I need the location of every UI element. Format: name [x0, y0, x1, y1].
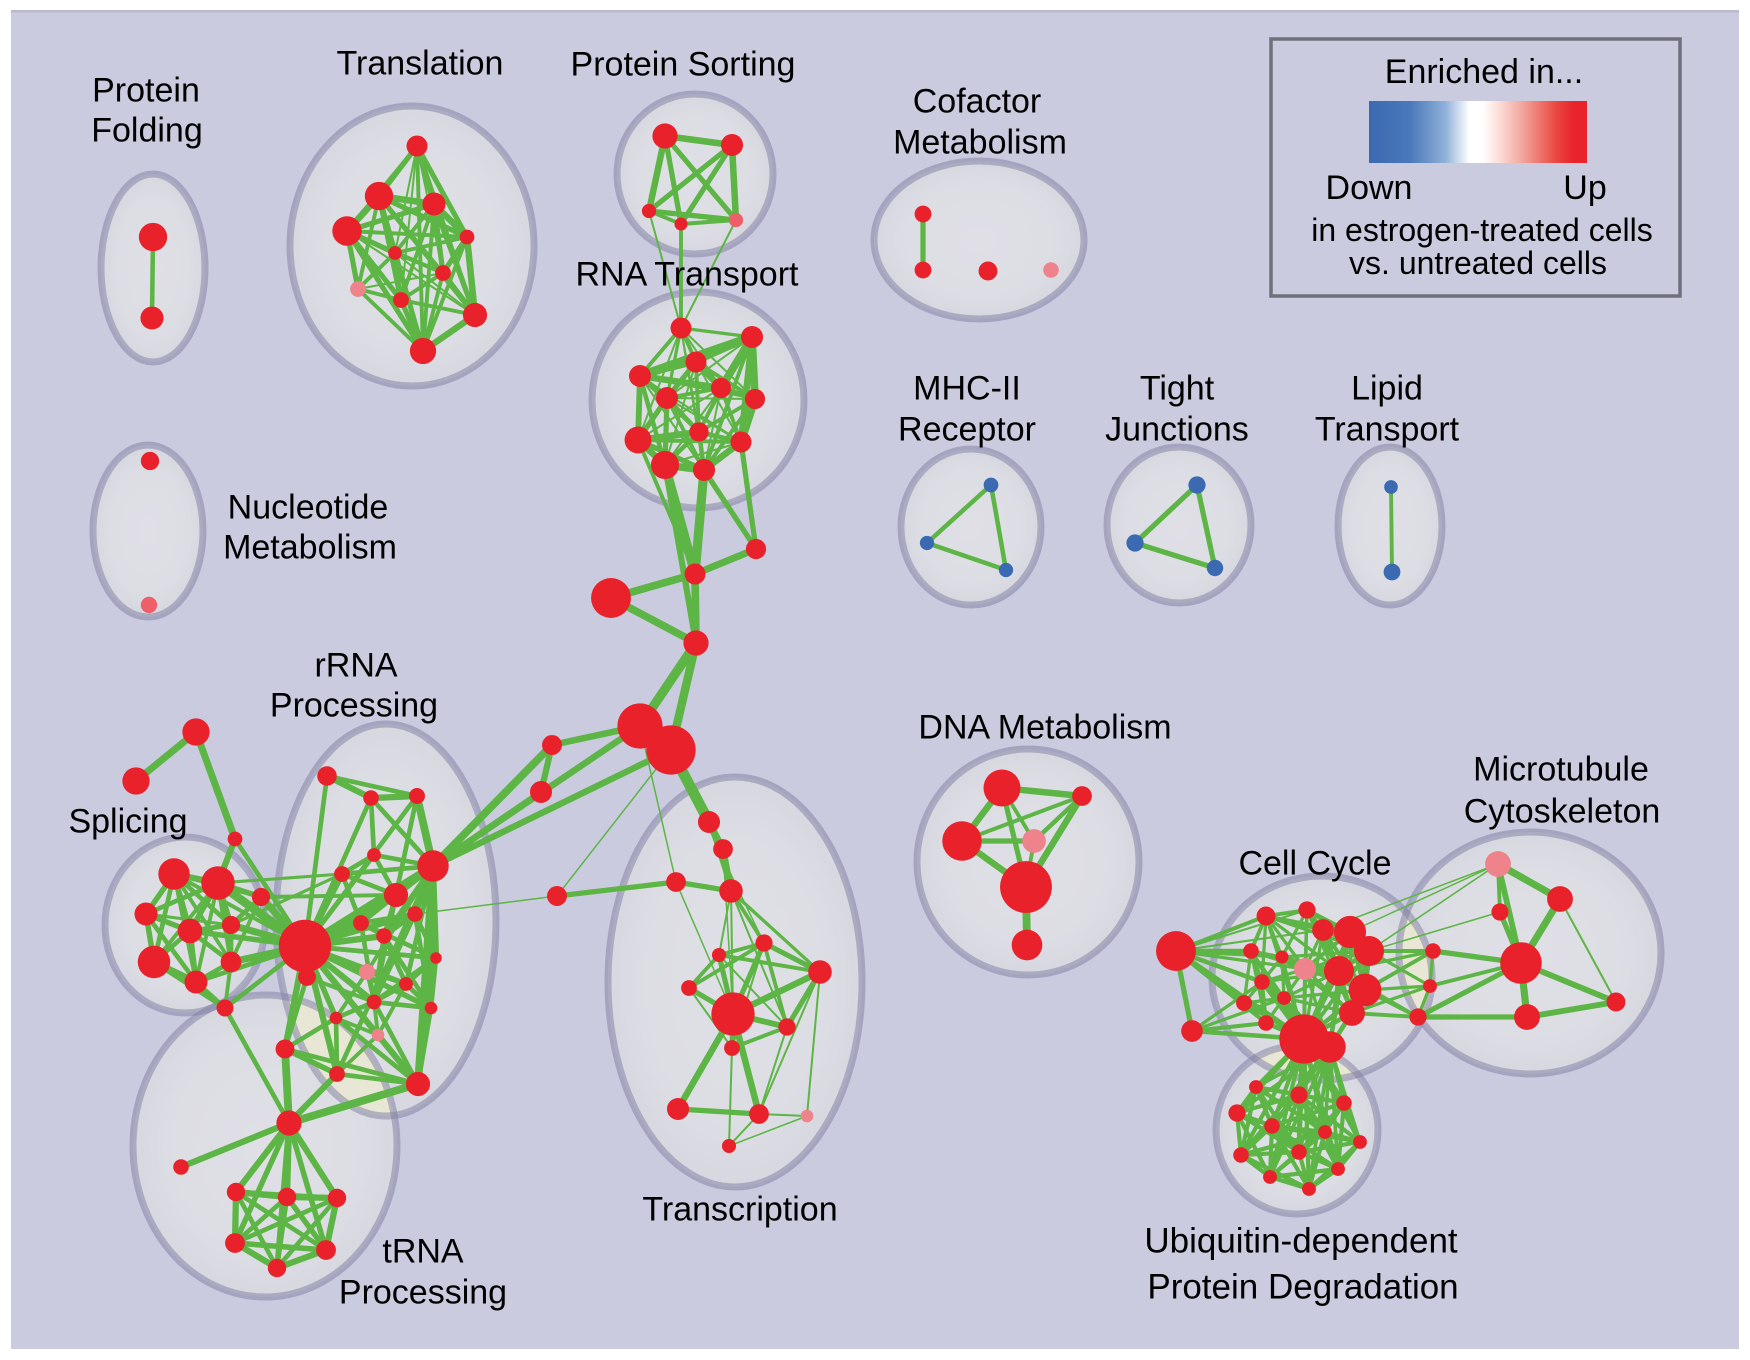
svg-text:Cofactor: Cofactor: [913, 82, 1042, 120]
svg-text:Down: Down: [1326, 169, 1413, 207]
svg-text:Protein: Protein: [92, 71, 200, 109]
svg-text:Enriched in...: Enriched in...: [1385, 53, 1583, 91]
svg-text:Metabolism: Metabolism: [893, 123, 1067, 161]
svg-text:DNA Metabolism: DNA Metabolism: [918, 708, 1171, 746]
svg-text:MHC-II: MHC-II: [913, 369, 1021, 407]
svg-text:vs. untreated cells: vs. untreated cells: [1349, 245, 1607, 281]
svg-text:in estrogen-treated cells: in estrogen-treated cells: [1311, 212, 1653, 248]
svg-text:Splicing: Splicing: [68, 802, 187, 840]
svg-text:Protein Sorting: Protein Sorting: [571, 45, 796, 83]
svg-text:Processing: Processing: [270, 686, 438, 724]
svg-text:Transport: Transport: [1315, 410, 1460, 448]
svg-text:Nucleotide: Nucleotide: [228, 488, 389, 526]
svg-text:Up: Up: [1563, 169, 1606, 207]
svg-text:Protein Degradation: Protein Degradation: [1147, 1268, 1458, 1307]
svg-text:Junctions: Junctions: [1105, 410, 1249, 448]
svg-text:Lipid: Lipid: [1351, 369, 1423, 407]
svg-text:Receptor: Receptor: [898, 410, 1036, 448]
svg-text:Ubiquitin-dependent: Ubiquitin-dependent: [1144, 1222, 1458, 1261]
svg-text:Microtubule: Microtubule: [1473, 750, 1649, 788]
svg-text:Processing: Processing: [339, 1273, 507, 1311]
svg-text:Folding: Folding: [91, 111, 203, 149]
svg-text:Cell Cycle: Cell Cycle: [1238, 844, 1391, 882]
svg-text:Tight: Tight: [1140, 369, 1215, 407]
svg-text:Cytoskeleton: Cytoskeleton: [1464, 792, 1661, 830]
svg-text:Translation: Translation: [337, 44, 504, 82]
svg-text:Transcription: Transcription: [642, 1190, 837, 1228]
svg-text:RNA Transport: RNA Transport: [576, 255, 800, 293]
svg-text:Metabolism: Metabolism: [223, 528, 397, 566]
svg-text:rRNA: rRNA: [314, 646, 397, 684]
svg-text:tRNA: tRNA: [382, 1232, 464, 1270]
